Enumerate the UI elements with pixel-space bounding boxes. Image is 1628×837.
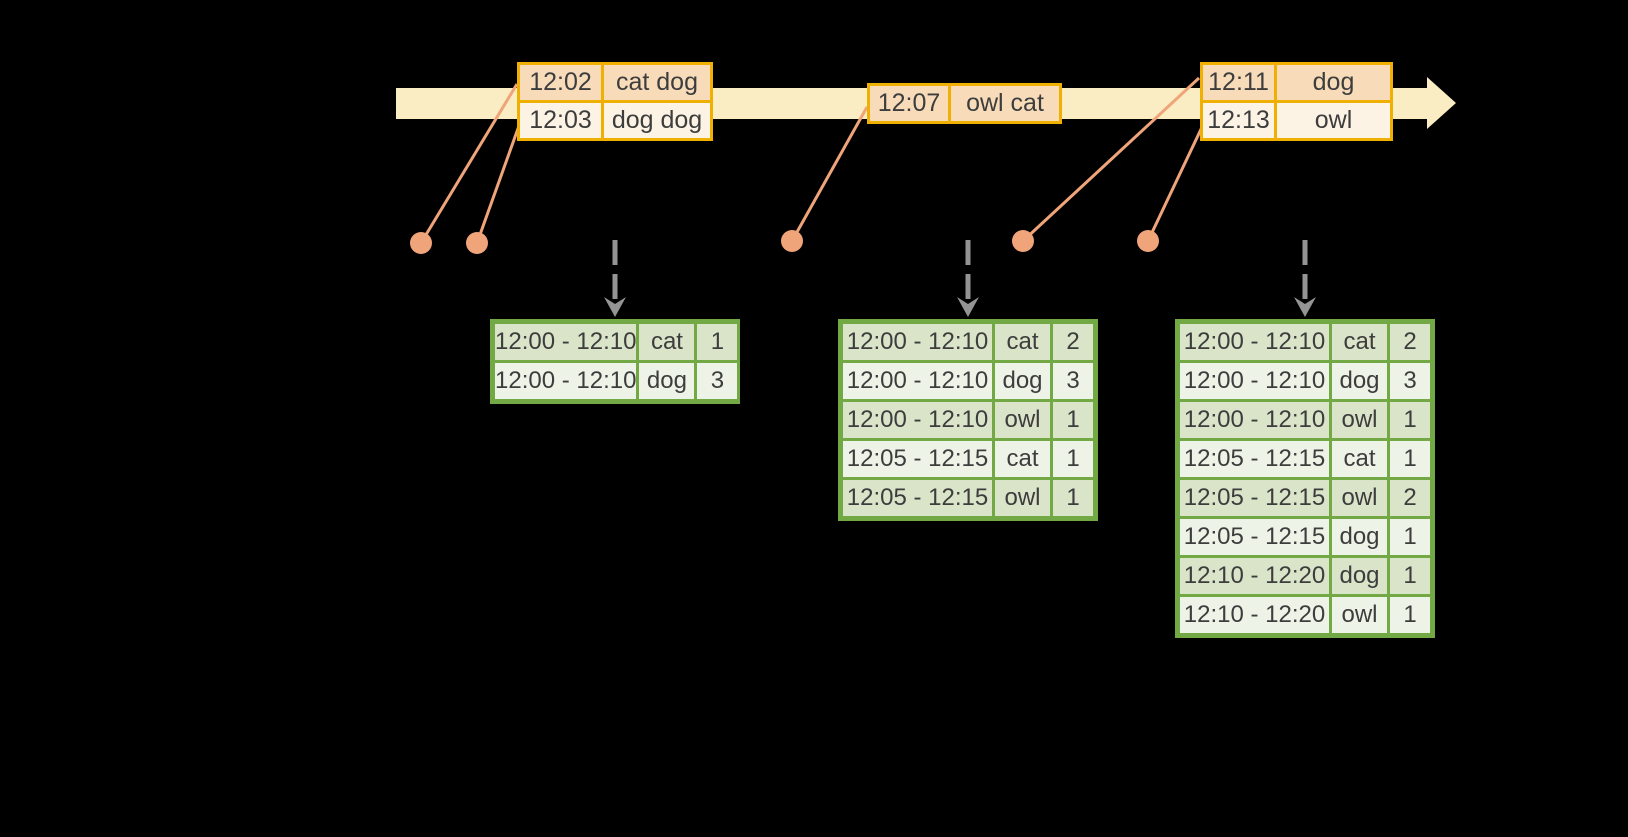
- table-cell: 1: [1390, 597, 1430, 633]
- table-cell: 12:00 - 12:10: [1180, 324, 1329, 360]
- table-cell: 12:10 - 12:20: [1180, 558, 1329, 594]
- table-cell: cat: [995, 324, 1050, 360]
- event-dot: [1137, 230, 1159, 252]
- event-connector-line: [1021, 76, 1201, 243]
- table-cell: 12:05 - 12:15: [1180, 480, 1329, 516]
- table-cell: cat: [639, 324, 695, 360]
- table-cell: dog: [1332, 558, 1387, 594]
- table-cell: 12:00 - 12:10: [843, 324, 992, 360]
- table-cell: owl cat: [951, 86, 1059, 121]
- event-dot: [466, 232, 488, 254]
- table-cell: 3: [697, 363, 738, 399]
- table-cell: 1: [1390, 519, 1430, 555]
- table-cell: 12:00 - 12:10: [843, 402, 992, 438]
- table-cell: 12:00 - 12:10: [495, 324, 637, 360]
- table-cell: 12:03: [520, 103, 601, 138]
- table-cell: 2: [1053, 324, 1093, 360]
- trigger-arrowhead-icon: [604, 297, 626, 317]
- table-cell: 12:00 - 12:10: [1180, 363, 1329, 399]
- table-cell: 1: [1053, 441, 1093, 477]
- table-cell: 1: [1053, 402, 1093, 438]
- event-dot: [781, 230, 803, 252]
- table-cell: owl: [995, 480, 1050, 516]
- table-cell: 2: [1390, 324, 1430, 360]
- table-cell: 2: [1390, 480, 1430, 516]
- trigger-arrowhead-icon: [957, 297, 979, 317]
- table-cell: owl: [995, 402, 1050, 438]
- trigger-arrowhead-icon: [1294, 297, 1316, 317]
- table-cell: dog dog: [604, 103, 710, 138]
- event-connector-line: [475, 122, 522, 244]
- table-cell: dog: [995, 363, 1050, 399]
- table-cell: 12:00 - 12:10: [843, 363, 992, 399]
- event-connector-line: [790, 106, 869, 242]
- table-cell: 12:11: [1203, 65, 1274, 100]
- event-dot: [1012, 230, 1034, 252]
- table-cell: cat: [995, 441, 1050, 477]
- event-connector-line: [1146, 124, 1205, 242]
- table-cell: 12:05 - 12:15: [843, 441, 992, 477]
- table-cell: owl: [1332, 597, 1387, 633]
- table-cell: 12:02: [520, 65, 601, 100]
- table-cell: 12:10 - 12:20: [1180, 597, 1329, 633]
- table-cell: 12:00 - 12:10: [1180, 402, 1329, 438]
- table-cell: 12:05 - 12:15: [1180, 519, 1329, 555]
- table-cell: dog: [1332, 519, 1387, 555]
- table-cell: 1: [1390, 441, 1430, 477]
- table-cell: owl: [1332, 480, 1387, 516]
- table-cell: 12:05 - 12:15: [843, 480, 992, 516]
- table-cell: cat dog: [604, 65, 710, 100]
- table-cell: 1: [1390, 558, 1430, 594]
- table-cell: owl: [1277, 103, 1390, 138]
- table-cell: 12:13: [1203, 103, 1274, 138]
- table-cell: dog: [1332, 363, 1387, 399]
- event-dot: [410, 232, 432, 254]
- table-cell: 3: [1390, 363, 1430, 399]
- table-cell: 12:00 - 12:10: [495, 363, 637, 399]
- table-cell: 1: [697, 324, 738, 360]
- table-cell: cat: [1332, 441, 1387, 477]
- table-cell: 1: [1053, 480, 1093, 516]
- table-cell: cat: [1332, 324, 1387, 360]
- table-cell: 3: [1053, 363, 1093, 399]
- table-cell: 12:07: [870, 86, 948, 121]
- table-cell: dog: [1277, 65, 1390, 100]
- table-cell: owl: [1332, 402, 1387, 438]
- table-cell: dog: [639, 363, 695, 399]
- table-cell: 12:05 - 12:15: [1180, 441, 1329, 477]
- event-connector-line: [419, 83, 519, 244]
- table-cell: 1: [1390, 402, 1430, 438]
